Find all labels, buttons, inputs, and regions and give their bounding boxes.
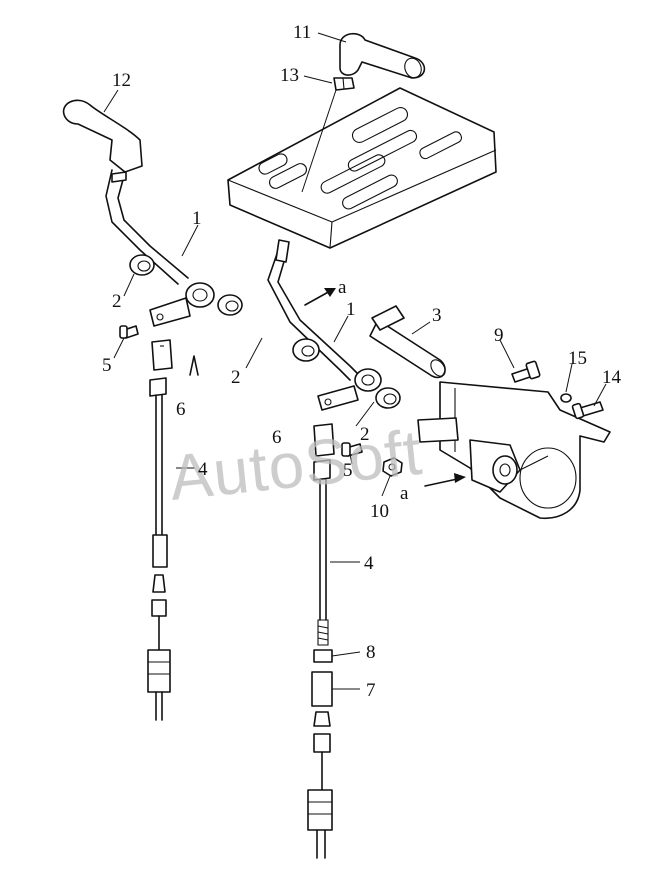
nut-10 — [382, 457, 403, 477]
washer-15 — [560, 393, 572, 403]
callout-1b: 1 — [346, 299, 356, 320]
rod-4-right — [307, 423, 335, 859]
callout-15: 15 — [568, 348, 587, 369]
bushing-2a — [129, 254, 155, 276]
bushing-2b — [217, 294, 243, 316]
arrow-a-upper — [304, 288, 336, 306]
callout-5b: 5 — [343, 460, 353, 481]
console-cover — [227, 87, 497, 249]
callout-12: 12 — [112, 70, 131, 91]
callout-7: 7 — [366, 680, 376, 701]
callout-13: 13 — [280, 65, 299, 86]
callout-4a: 4 — [198, 459, 208, 480]
callout-2c: 2 — [360, 424, 370, 445]
bolt-5b — [341, 442, 363, 457]
callout-a-upper: a — [338, 277, 347, 298]
callout-11: 11 — [293, 22, 311, 43]
bolt-9 — [511, 360, 541, 383]
callout-8: 8 — [366, 642, 376, 663]
rod-4-left — [147, 339, 173, 721]
callout-labels: 11 13 12 1 1 2 2 2 3 9 15 14 5 5 6 6 4 4… — [102, 22, 622, 701]
nut-13 — [333, 77, 355, 91]
knob-11 — [339, 32, 426, 79]
lever-12 — [62, 99, 215, 327]
callout-6b: 6 — [272, 427, 282, 448]
shaft-3 — [369, 305, 446, 379]
bracket-assembly — [417, 381, 611, 519]
callout-4b: 4 — [364, 553, 374, 574]
callout-9: 9 — [494, 325, 504, 346]
callout-14: 14 — [602, 367, 622, 388]
callout-2a: 2 — [112, 291, 122, 312]
callout-a-lower: a — [400, 483, 409, 504]
leader-lines — [103, 32, 607, 690]
callout-10: 10 — [370, 501, 389, 522]
arrow-a-lower — [424, 473, 466, 487]
callout-3: 3 — [432, 305, 442, 326]
bushing-2d — [375, 387, 401, 409]
bushing-2c — [292, 338, 320, 362]
lever-1-right — [267, 239, 382, 411]
callout-6a: 6 — [176, 399, 186, 420]
bolt-5a — [119, 325, 139, 339]
callout-1a: 1 — [192, 208, 202, 229]
pin-6a — [189, 355, 199, 376]
bolt-14 — [571, 401, 604, 420]
callout-2b: 2 — [231, 367, 241, 388]
callout-5a: 5 — [102, 355, 112, 376]
